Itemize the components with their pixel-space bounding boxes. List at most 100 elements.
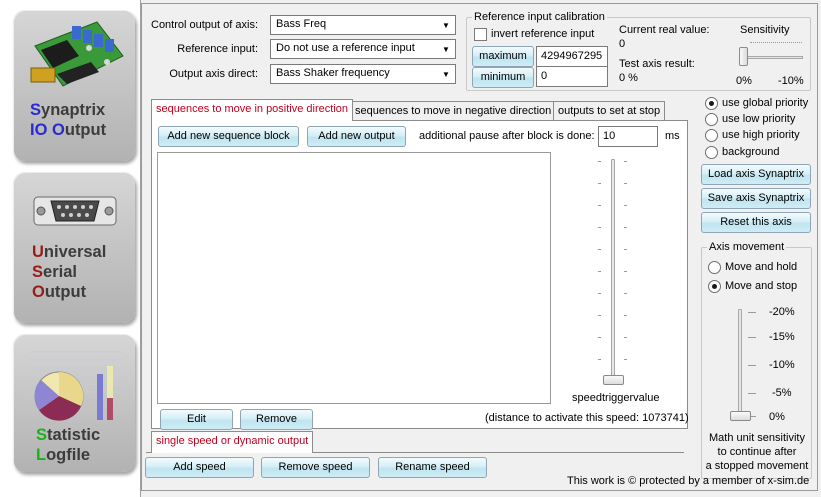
sensitivity-slider-thumb[interactable] xyxy=(739,47,748,66)
calibration-group xyxy=(466,17,811,91)
high-priority-label: use high priority xyxy=(722,129,800,141)
main-panel: Control output of axis: Bass Freq ▼ Refe… xyxy=(141,3,818,491)
distance-info: (distance to activate this speed: 107374… xyxy=(485,412,689,424)
move-and-stop-label: Move and stop xyxy=(725,280,798,292)
slider-tick xyxy=(624,205,627,206)
save-axis-button[interactable]: Save axis Synaptrix xyxy=(701,188,811,209)
reference-input-label: Reference input: xyxy=(177,43,258,55)
db9-connector-icon xyxy=(33,196,117,226)
scale-label: -20% xyxy=(769,306,795,318)
nav-synaptrix-io-output[interactable]: Synaptrix IO Output xyxy=(13,10,135,161)
output-axis-direct-value: Bass Shaker frequency xyxy=(276,67,390,79)
minimum-button[interactable]: minimum xyxy=(472,67,534,88)
control-output-label: Control output of axis: xyxy=(151,19,259,31)
nav-initial: L xyxy=(36,446,47,464)
nav-initial: O xyxy=(32,283,45,301)
nav-statistic-logfile[interactable]: Statistic Logfile xyxy=(13,334,135,472)
slider-tick xyxy=(624,337,627,338)
maximum-value-field[interactable]: 4294967295 xyxy=(536,46,608,67)
nav-text: utput xyxy=(64,121,107,139)
axis-movement-title: Axis movement xyxy=(707,241,787,253)
slider-tick xyxy=(748,365,756,366)
minimum-value-field[interactable]: 0 xyxy=(536,66,608,87)
radio-high-priority[interactable] xyxy=(705,129,718,142)
remove-speed-button[interactable]: Remove speed xyxy=(261,457,370,478)
slider-tick xyxy=(598,183,601,184)
nav-serial-label: Universal Serial Output xyxy=(32,242,106,302)
nav-initial: S xyxy=(36,426,48,444)
slider-tick xyxy=(598,359,601,360)
tab-outputs-at-stop[interactable]: outputs to set at stop xyxy=(553,101,666,121)
edit-button[interactable]: Edit xyxy=(160,409,233,430)
add-output-button[interactable]: Add new output xyxy=(307,126,406,147)
slider-tick xyxy=(748,416,756,417)
sensitivity-label: Sensitivity xyxy=(740,24,790,36)
test-axis-result-value: 0 % xyxy=(619,72,638,84)
circuit-board-icon xyxy=(30,21,124,87)
pause-label: additional pause after block is done: xyxy=(419,130,595,142)
radio-move-and-hold[interactable] xyxy=(708,261,721,274)
sensitivity-max-label: -10% xyxy=(778,75,804,87)
reference-input-select[interactable]: Do not use a reference input ▼ xyxy=(270,39,456,59)
slider-tick xyxy=(598,249,601,250)
sensitivity-min-label: 0% xyxy=(736,75,752,87)
speed-trigger-label: speedtriggervalue xyxy=(572,392,660,404)
slider-tick xyxy=(624,359,627,360)
chevron-down-icon: ▼ xyxy=(442,44,450,54)
output-axis-direct-select[interactable]: Bass Shaker frequency ▼ xyxy=(270,64,456,84)
nav-initial: S xyxy=(32,263,44,281)
tab-single-speed[interactable]: single speed or dynamic output xyxy=(151,431,314,453)
math-sensitivity-slider-track[interactable] xyxy=(738,309,742,421)
sequence-list[interactable] xyxy=(157,152,551,404)
move-and-hold-label: Move and hold xyxy=(725,261,798,273)
speed-trigger-slider-thumb[interactable] xyxy=(603,375,624,385)
add-sequence-block-button[interactable]: Add new sequence block xyxy=(158,126,299,147)
nav-logfile-label: Statistic Logfile xyxy=(36,425,100,465)
radio-global-priority[interactable] xyxy=(705,97,718,110)
tab-negative-direction[interactable]: sequences to move in negative direction xyxy=(350,101,557,121)
math-sensitivity-note-line1: Math unit sensitivity xyxy=(709,432,805,444)
rename-speed-button[interactable]: Rename speed xyxy=(378,457,487,478)
nav-text: utput xyxy=(44,283,87,301)
slider-tick xyxy=(624,315,627,316)
slider-tick xyxy=(624,183,627,184)
pause-input[interactable]: 10 xyxy=(598,126,658,147)
tab-positive-direction[interactable]: sequences to move in positive direction xyxy=(151,99,353,121)
nav-text: ogfile xyxy=(46,446,91,464)
scale-label: -10% xyxy=(769,359,795,371)
radio-low-priority[interactable] xyxy=(705,113,718,126)
maximum-button[interactable]: maximum xyxy=(472,46,534,67)
slider-tick xyxy=(598,205,601,206)
control-output-select[interactable]: Bass Freq ▼ xyxy=(270,15,456,35)
background-priority-label: background xyxy=(722,146,780,158)
nav-universal-serial-output[interactable]: Universal Serial Output xyxy=(13,172,135,323)
control-output-value: Bass Freq xyxy=(276,18,327,30)
low-priority-label: use low priority xyxy=(722,113,796,125)
invert-reference-label: invert reference input xyxy=(491,28,595,40)
nav-initial: IO xyxy=(30,121,48,139)
reference-input-value: Do not use a reference input xyxy=(276,42,415,54)
slider-tick xyxy=(598,271,601,272)
slider-tick xyxy=(624,249,627,250)
add-speed-button[interactable]: Add speed xyxy=(145,457,254,478)
left-navigation: Synaptrix IO Output Universal Serial Out… xyxy=(0,0,141,497)
math-sensitivity-slider-thumb[interactable] xyxy=(730,411,751,421)
current-real-value-label: Current real value: xyxy=(619,24,710,36)
nav-text: erial xyxy=(43,263,77,281)
invert-reference-checkbox[interactable] xyxy=(474,28,487,41)
radio-background-priority[interactable] xyxy=(705,146,718,159)
nav-initial: U xyxy=(32,243,44,261)
slider-tick xyxy=(624,293,627,294)
chevron-down-icon: ▼ xyxy=(442,69,450,79)
sensitivity-slider-track[interactable] xyxy=(739,56,803,59)
load-axis-button[interactable]: Load axis Synaptrix xyxy=(701,164,811,185)
radio-move-and-stop[interactable] xyxy=(708,280,721,293)
global-priority-label: use global priority xyxy=(722,97,809,109)
slider-tick xyxy=(598,161,601,162)
nav-initial: S xyxy=(30,101,42,119)
remove-button[interactable]: Remove xyxy=(240,409,313,430)
slider-tick xyxy=(624,227,627,228)
reset-axis-button[interactable]: Reset this axis xyxy=(701,212,811,233)
output-axis-direct-label: Output axis direct: xyxy=(169,68,258,80)
speed-trigger-slider-track[interactable] xyxy=(611,159,615,381)
